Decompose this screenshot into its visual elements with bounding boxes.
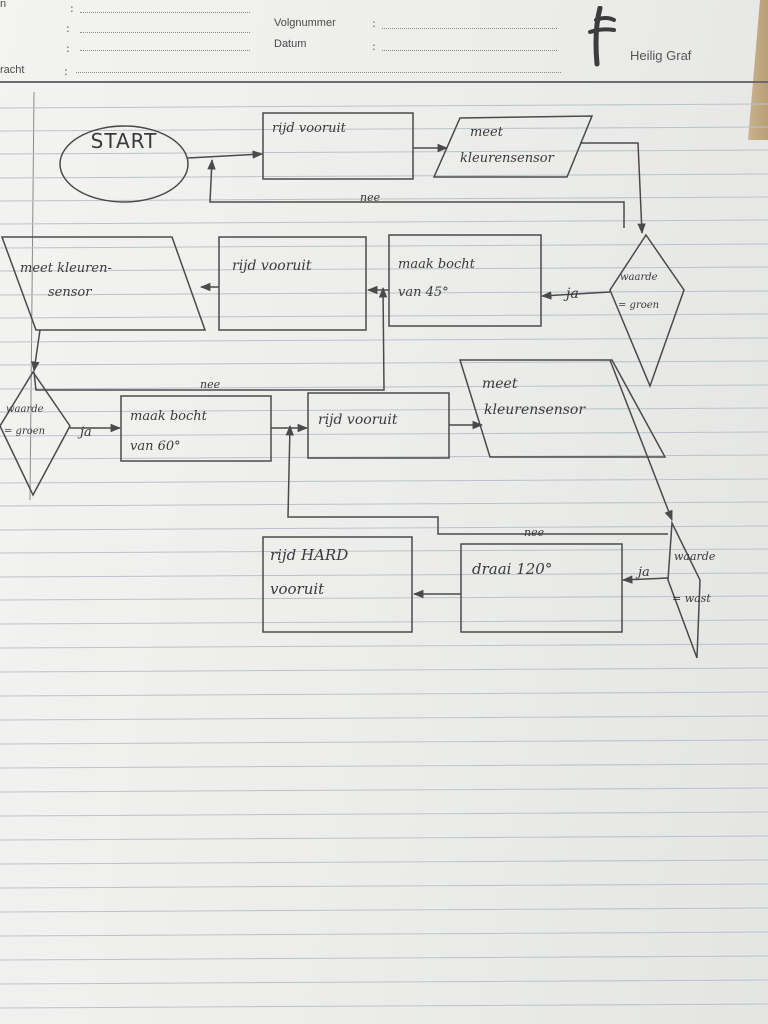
svg-text:rijd vooruit: rijd vooruit (232, 258, 312, 274)
svg-text:rijd vooruit: rijd vooruit (318, 412, 398, 428)
rijdhard-label-1: rijd HARD (270, 546, 348, 564)
svg-text:rijd vooruit: rijd vooruit (272, 121, 347, 136)
bocht45-label-1: maak bocht (398, 257, 476, 272)
datum-line (382, 50, 557, 51)
volgnummer-line (382, 28, 557, 29)
decision-3-diamond (667, 520, 701, 659)
brand-name: Heilig Graf (630, 48, 692, 63)
decision-1-diamond (609, 233, 685, 389)
arrow-dec1-nee (207, 158, 625, 228)
header-colon: : (66, 22, 70, 35)
rijd2-label: rijd vooruit (232, 258, 312, 274)
meet1-label-1: meet (470, 125, 504, 140)
bocht45-label-2: van 45° (398, 285, 449, 300)
header-field-1-line (80, 12, 250, 13)
dec3-label-1: waarde (674, 550, 716, 563)
rijd-vooruit-1-box (262, 112, 414, 180)
svg-text:meet kleuren- sensor: meet kleuren- sensor (20, 261, 116, 300)
school-logo-icon (588, 6, 616, 67)
svg-text:waarde = groen: waarde = groen (4, 404, 47, 437)
rijd3-label: rijd vooruit (318, 412, 398, 428)
svg-text:rijd HARD vooruit: rijd HARD vooruit (270, 546, 353, 598)
start-oval (59, 125, 189, 203)
draai-120-box (460, 543, 623, 633)
meet-kleurensensor-2-io (0, 236, 207, 331)
edge-label-ja-1: ja (563, 286, 579, 302)
maak-bocht-45-box (388, 234, 542, 327)
arrow-meet1-to-dec1 (580, 142, 646, 235)
dec1-label-2: = groen (618, 300, 659, 311)
dec2-label-2: = groen (4, 426, 45, 437)
dec2-label-1: waarde (6, 404, 44, 415)
edge-label-nee-2: nee (200, 378, 221, 391)
svg-text:waarde = wast: waarde = wast (672, 550, 719, 605)
arrow-dec3-ja (621, 575, 669, 584)
rijd1-label: rijd vooruit (272, 121, 347, 136)
start-label: START (91, 129, 158, 153)
arrow-dec2-nee (33, 286, 388, 391)
arrow-meet2-to-dec2 (31, 329, 41, 373)
header-field-5-line (76, 72, 561, 73)
edge-label-nee-3: nee (524, 526, 545, 539)
meet1-label-2: kleurensensor (460, 151, 555, 166)
svg-text:maak bocht van 60°: maak bocht van 60° (130, 409, 211, 454)
meet3-label-1: meet (482, 376, 518, 392)
header-field-1-label: n (0, 0, 7, 10)
svg-text:START: START (91, 129, 158, 153)
rijd-vooruit-2-box (218, 236, 367, 331)
meet3-label-2: kleurensensor (484, 402, 586, 418)
arrow-meet3-to-dec3 (609, 359, 673, 521)
rijd-hard-vooruit-box (262, 536, 413, 633)
rijdhard-label-2: vooruit (270, 580, 325, 598)
edge-label-ja-2: ja (77, 425, 92, 440)
header-field-2-line (80, 32, 250, 33)
svg-text:meet kleurensensor: meet kleurensensor (460, 125, 555, 166)
svg-text:draai 120°: draai 120° (472, 560, 552, 578)
header-colon: : (372, 17, 376, 30)
arrow-start-to-rijd1 (187, 150, 264, 159)
header-field-3-line (80, 50, 250, 51)
header-colon: : (66, 42, 70, 55)
datum-label: Datum (274, 38, 307, 50)
meet2-label-1: meet kleuren- (20, 261, 112, 276)
arrow-dec1-ja (540, 291, 611, 300)
header-colon: : (70, 2, 74, 15)
svg-text:maak bocht van 45°: maak bocht van 45° (398, 257, 479, 300)
edge-label-ja-3: ja (635, 565, 650, 580)
meet2-label-2: sensor (48, 285, 92, 300)
dec3-label-2: = wast (672, 592, 711, 605)
dec1-label-1: waarde (620, 272, 658, 283)
header-colon: : (64, 65, 68, 78)
arrow-dec3-nee (285, 424, 668, 535)
header-field-5-label: racht (0, 64, 25, 76)
decision-2-diamond (0, 370, 71, 497)
meet-kleurensensor-1-io (432, 115, 594, 178)
volgnummer-label: Volgnummer (274, 17, 336, 29)
draai-label: draai 120° (472, 560, 552, 578)
bocht60-label-2: van 60° (130, 439, 181, 454)
svg-text:waarde = groen: waarde = groen (618, 272, 661, 311)
svg-text:meet kleurensensor: meet kleurensensor (482, 376, 586, 418)
header-colon: : (372, 40, 376, 53)
ruled-lines (0, 81, 768, 1009)
bocht60-label-1: maak bocht (130, 409, 208, 424)
edge-label-nee-1: nee (360, 191, 381, 204)
